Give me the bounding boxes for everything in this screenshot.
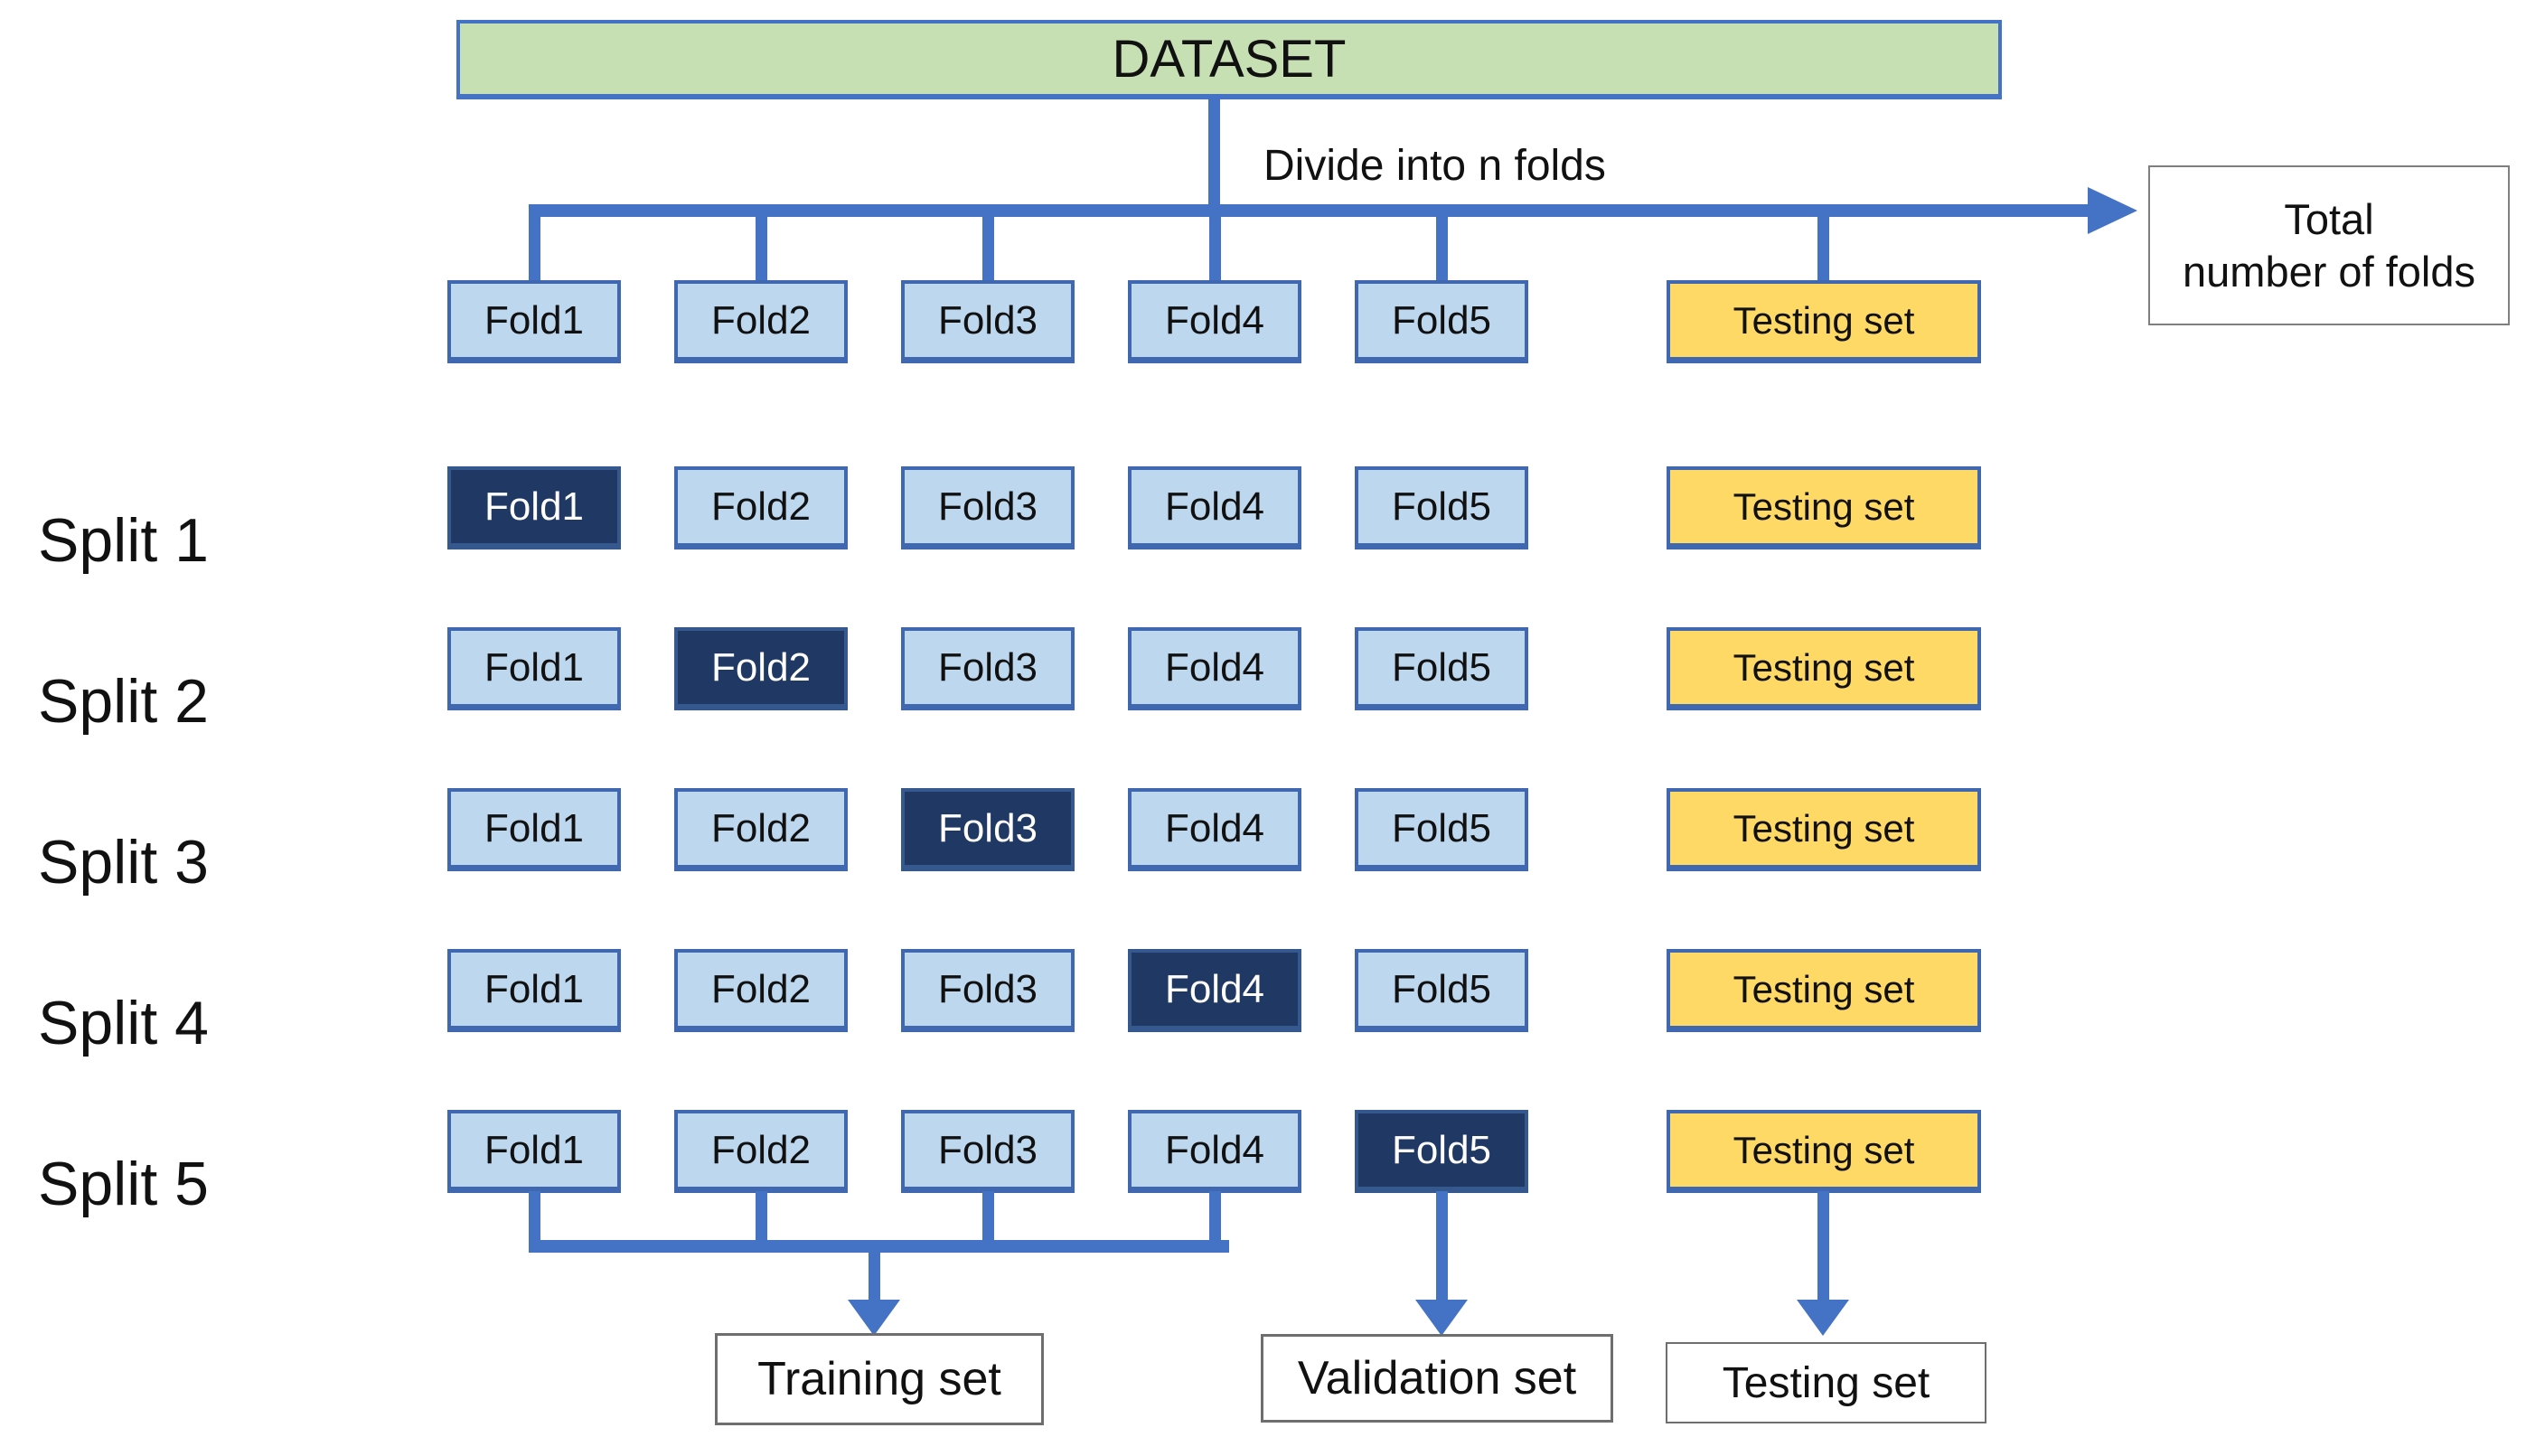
testing-set-box: Testing set [1667,466,1981,550]
split-label-4: Split 4 [38,989,209,1057]
fold-box: Fold5 [1355,949,1528,1032]
fold-box-selected: Fold4 [1128,949,1301,1032]
training-arrow-line [869,1251,880,1301]
split-label-1: Split 1 [38,506,209,575]
fold-box: Fold3 [901,466,1075,550]
fold-box: Fold3 [901,949,1075,1032]
fold3-stub-line [982,213,994,286]
bracket-stub-fold2 [756,1191,767,1244]
validation-set-box: Validation set [1261,1334,1613,1423]
testing-set-box: Testing set [1667,280,1981,363]
training-set-label: Training set [757,1353,1001,1405]
fold-box-selected: Fold3 [901,788,1075,871]
split-label-2: Split 2 [38,667,209,736]
fold-box: Fold5 [1355,280,1528,363]
fold-box: Fold3 [901,280,1075,363]
fold-box: Fold3 [901,1110,1075,1193]
dataset-box: DATASET [456,20,2002,99]
training-arrowhead-icon [848,1300,900,1336]
fold-box: Fold1 [447,788,621,871]
bracket-bar [529,1240,1229,1253]
divide-note-label: Divide into n folds [1263,142,1606,190]
testing-set-box: Testing set [1667,627,1981,710]
fold-box: Fold2 [674,949,848,1032]
testing-stub-line [1817,213,1829,286]
testing-arrow-line [1817,1191,1829,1301]
folds-distribution-line [529,204,2088,217]
fold-box: Fold4 [1128,280,1301,363]
fold-box: Fold2 [674,466,848,550]
fold-box: Fold2 [674,788,848,871]
fold-box: Fold2 [674,1110,848,1193]
dataset-connector-line [1208,96,1220,211]
fold-box: Fold5 [1355,627,1528,710]
training-set-box: Training set [715,1333,1044,1425]
testing-set-output-box: Testing set [1666,1342,1986,1423]
testing-set-box: Testing set [1667,1110,1981,1193]
fold-box: Fold1 [447,627,621,710]
validation-set-label: Validation set [1297,1352,1577,1404]
split-label-3: Split 3 [38,828,209,897]
fold-box: Fold4 [1128,627,1301,710]
fold2-stub-line [756,213,767,286]
fold-box: Fold5 [1355,788,1528,871]
dataset-label: DATASET [1112,29,1347,89]
fold-box-selected: Fold2 [674,627,848,710]
fold-box: Fold1 [447,1110,621,1193]
bracket-stub-fold1 [529,1191,540,1244]
fold4-stub-line [1209,213,1221,286]
fold-box-selected: Fold1 [447,466,621,550]
bracket-stub-fold4 [1209,1191,1221,1244]
testing-set-box: Testing set [1667,788,1981,871]
fold-box: Fold2 [674,280,848,363]
fold-box: Fold4 [1128,466,1301,550]
fold1-stub-line [529,213,540,286]
validation-arrowhead-icon [1415,1300,1468,1336]
fold-box: Fold5 [1355,466,1528,550]
fold-box: Fold4 [1128,788,1301,871]
testing-set-box: Testing set [1667,949,1981,1032]
fold-box: Fold1 [447,949,621,1032]
fold5-stub-line [1436,213,1448,286]
bracket-stub-fold3 [982,1191,994,1244]
fold-box: Fold4 [1128,1110,1301,1193]
fold-box-selected: Fold5 [1355,1110,1528,1193]
total-folds-line1: Total [2284,195,2374,244]
total-folds-box: Total number of folds [2148,165,2510,325]
validation-arrow-line [1436,1191,1448,1301]
right-arrowhead-icon [2088,187,2137,234]
testing-set-output-label: Testing set [1722,1358,1930,1407]
fold-box: Fold1 [447,280,621,363]
fold-box: Fold3 [901,627,1075,710]
split-label-5: Split 5 [38,1150,209,1218]
testing-arrowhead-icon [1797,1300,1849,1336]
total-folds-line2: number of folds [2183,247,2475,296]
